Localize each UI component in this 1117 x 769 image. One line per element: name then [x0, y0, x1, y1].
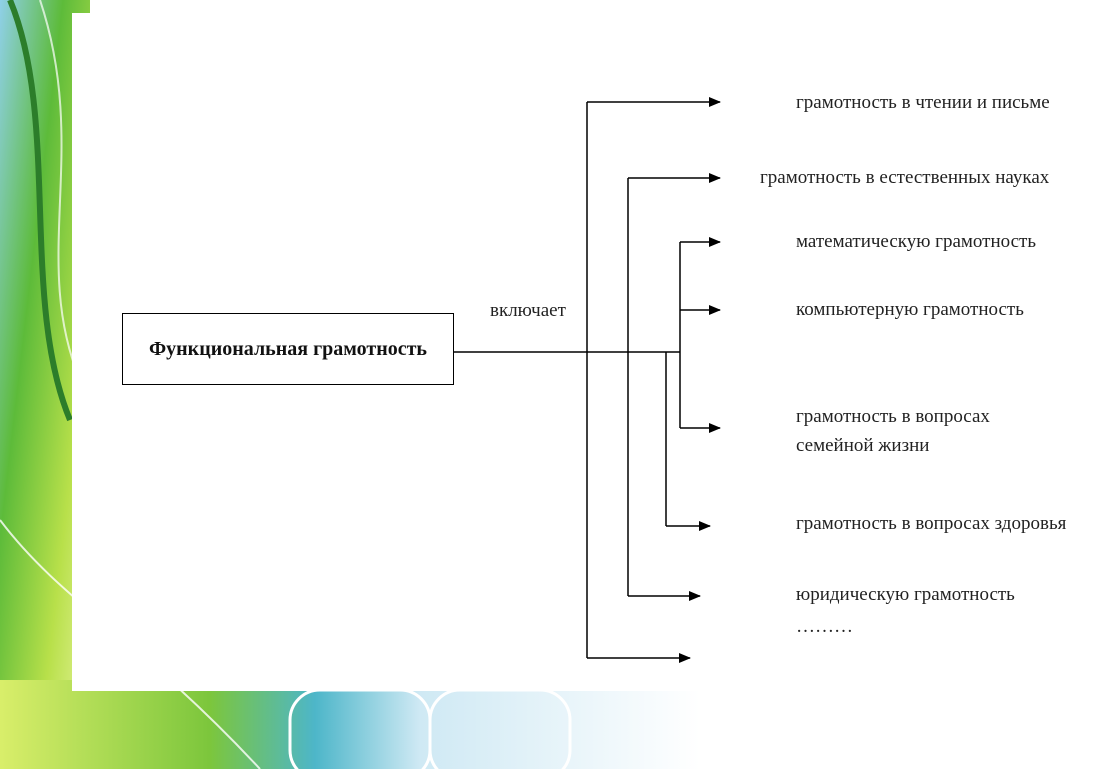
item-natural-sciences: грамотность в естественных науках — [760, 163, 1049, 192]
item-legal: юридическую грамотность — [796, 580, 1015, 609]
item-label: семейной жизни — [796, 435, 930, 456]
item-label: грамотность в вопросах здоровья — [796, 513, 1067, 534]
item-more: ……… — [796, 612, 853, 641]
item-label: грамотность в вопросах — [796, 406, 990, 427]
item-reading: грамотность в чтении и письме — [796, 88, 1050, 117]
item-math: математическую грамотность — [796, 227, 1036, 256]
item-label: компьютерную грамотность — [796, 299, 1024, 320]
background-swirl — [39, 0, 81, 381]
item-label: грамотность в чтении и письме — [796, 92, 1050, 113]
root-node: Функциональная грамотность — [122, 313, 454, 385]
background-swirl — [7, 0, 73, 422]
item-label: математическую грамотность — [796, 231, 1037, 252]
item-label: юридическую грамотность — [796, 584, 1015, 605]
item-label: грамотность в естественных науках — [760, 167, 1050, 188]
background-bottom-band — [0, 680, 700, 769]
item-label: ……… — [796, 616, 853, 637]
item-health: грамотность в вопросах здоровья — [796, 509, 1066, 538]
relation-label: включает — [490, 300, 566, 321]
root-node-label: Функциональная грамотность — [148, 337, 428, 360]
item-family: грамотность в вопросах семейной жизни — [796, 402, 990, 460]
item-computer: компьютерную грамотность — [796, 295, 1024, 324]
